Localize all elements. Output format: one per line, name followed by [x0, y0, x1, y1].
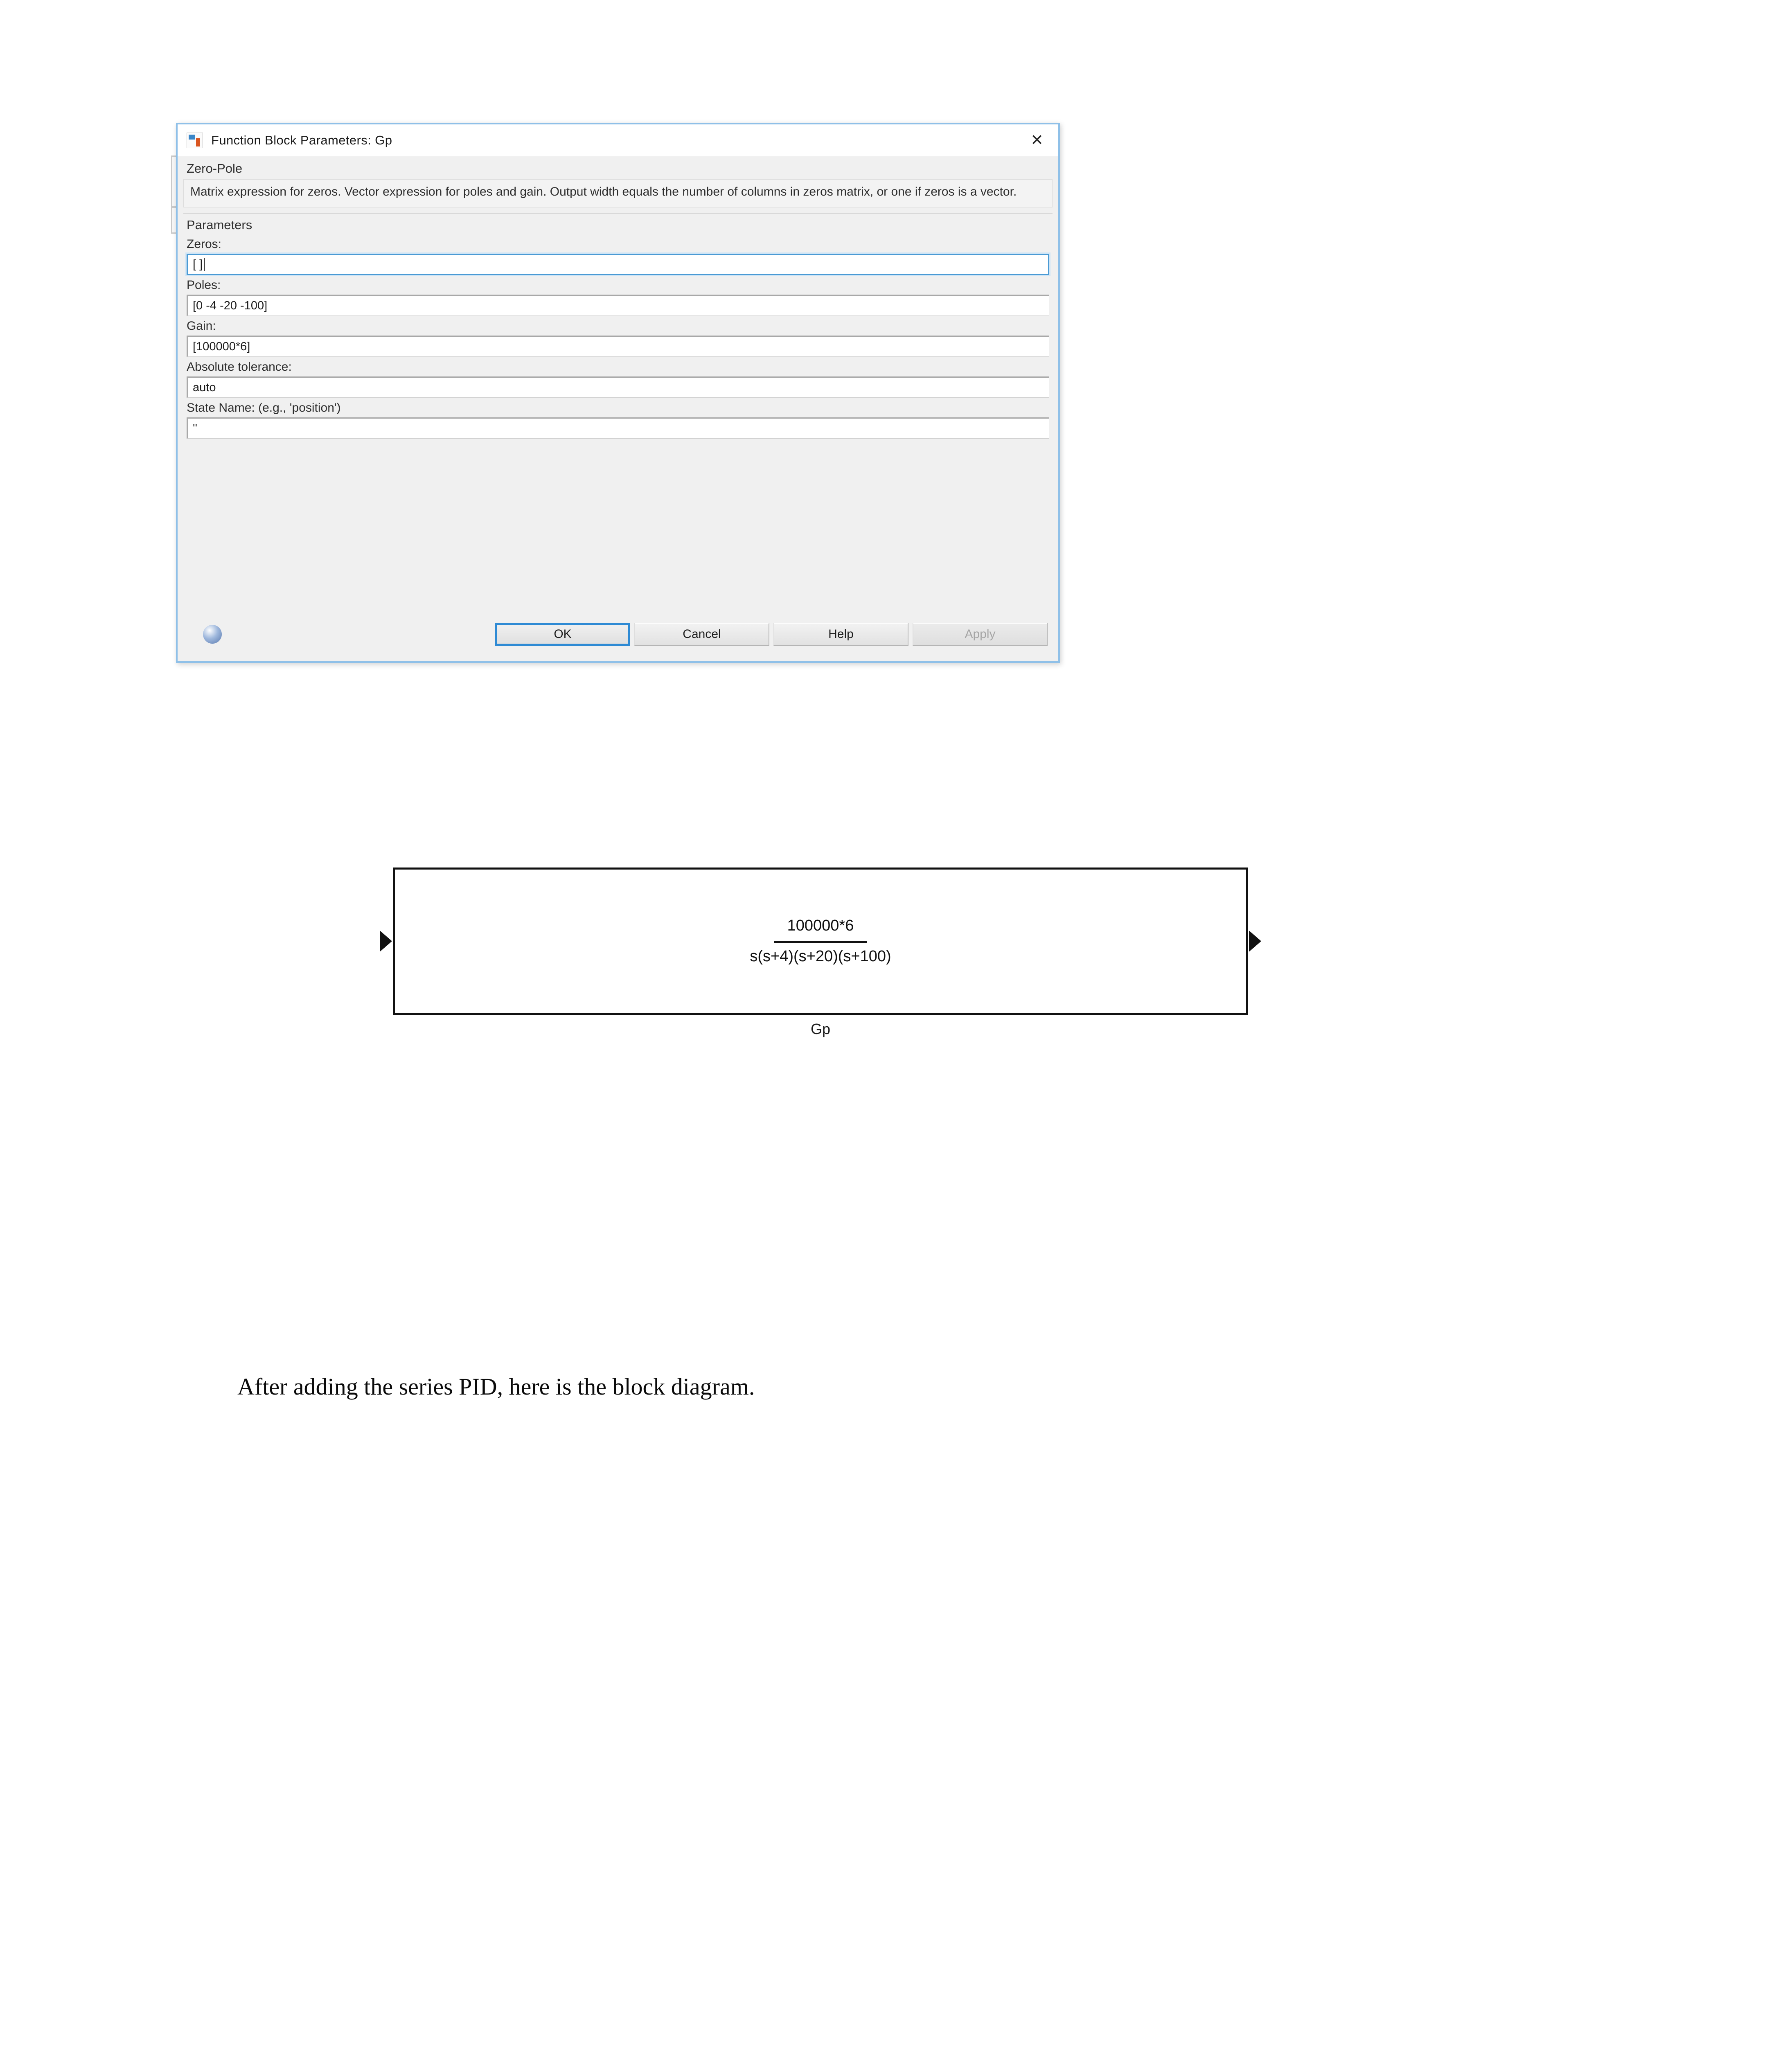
- state-name-label: State Name: (e.g., 'position'): [187, 401, 341, 415]
- zeros-input[interactable]: [ ]: [187, 254, 1049, 275]
- state-name-value: '': [193, 421, 198, 435]
- output-port-arrow-icon: [1249, 931, 1261, 952]
- gain-label: Gain:: [187, 319, 216, 333]
- dialog-footer: OK Cancel Help Apply: [178, 607, 1058, 661]
- description-text: Matrix expression for zeros. Vector expr…: [190, 185, 1017, 198]
- ok-button[interactable]: OK: [495, 623, 630, 646]
- poles-label: Poles:: [187, 278, 221, 292]
- transfer-function-numerator: 100000*6: [787, 917, 854, 934]
- dialog-body: Zero-Pole Matrix expression for zeros. V…: [178, 156, 1058, 661]
- paragraph-text: After adding the series PID, here is the…: [237, 1373, 755, 1400]
- gp-block-caption: Gp: [810, 1021, 831, 1037]
- zeros-value: [ ]: [193, 257, 203, 271]
- description-panel: Matrix expression for zeros. Vector expr…: [183, 179, 1053, 207]
- block-diagram: Step + − PID(s) PID Controller 100000*6 …: [0, 1580, 1792, 1948]
- parameters-divider: [183, 213, 1053, 214]
- dialog-button-row: OK Cancel Help Apply: [495, 623, 1048, 646]
- cancel-button[interactable]: Cancel: [634, 623, 769, 646]
- fraction-bar: [774, 940, 867, 943]
- absolute-tolerance-label: Absolute tolerance:: [187, 360, 292, 374]
- transfer-function-expression: 100000*6 s(s+4)(s+20)(s+100): [750, 916, 891, 966]
- simulink-block-icon: [187, 133, 203, 148]
- zeros-label: Zeros:: [187, 237, 222, 251]
- absolute-tolerance-value: auto: [193, 381, 216, 394]
- apply-button: Apply: [913, 623, 1048, 646]
- help-button[interactable]: Help: [773, 623, 908, 646]
- parameters-field-group: Zeros: [ ] Poles: [0 -4 -20 -100] Gain: …: [178, 234, 1058, 439]
- poles-value: [0 -4 -20 -100]: [193, 299, 268, 312]
- parameters-heading: Parameters: [187, 218, 252, 232]
- transfer-function-denominator: s(s+4)(s+20)(s+100): [750, 947, 891, 965]
- gp-transfer-function-block[interactable]: 100000*6 s(s+4)(s+20)(s+100): [393, 868, 1248, 1015]
- poles-input[interactable]: [0 -4 -20 -100]: [187, 295, 1049, 316]
- function-block-parameters-dialog: Function Block Parameters: Gp ✕ Zero-Pol…: [176, 123, 1060, 663]
- dialog-title: Function Block Parameters: Gp: [211, 133, 392, 147]
- state-name-input[interactable]: '': [187, 417, 1049, 439]
- help-orb-icon[interactable]: [203, 625, 222, 644]
- gain-value: [100000*6]: [193, 340, 250, 353]
- text-caret: [204, 258, 205, 271]
- close-icon[interactable]: ✕: [1030, 132, 1044, 149]
- dialog-titlebar: Function Block Parameters: Gp ✕: [178, 124, 1058, 156]
- block-type-label: Zero-Pole: [178, 156, 1058, 179]
- absolute-tolerance-input[interactable]: auto: [187, 376, 1049, 398]
- gain-input[interactable]: [100000*6]: [187, 336, 1049, 357]
- input-port-arrow-icon: [380, 931, 392, 952]
- gp-transfer-function-block-wrapper: 100000*6 s(s+4)(s+20)(s+100) Gp: [380, 868, 1261, 1037]
